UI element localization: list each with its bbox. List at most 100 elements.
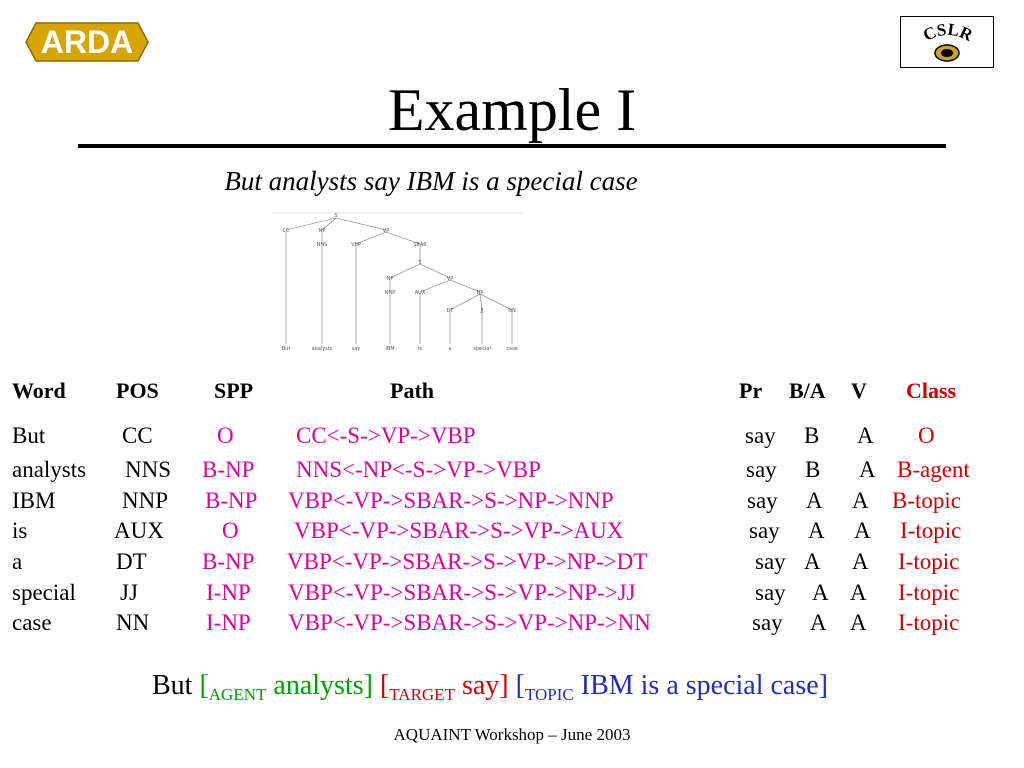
arda-logo-text: ARDA	[41, 24, 133, 60]
tree-node: VP	[447, 276, 453, 282]
cell-spp: O	[222, 518, 239, 543]
cell-path: VBP<-VP->SBAR->S->VP->NP->DT	[287, 549, 648, 574]
cell-pr: say	[752, 610, 783, 635]
tree-node: CC	[283, 228, 290, 234]
cell-ba: A	[810, 610, 827, 635]
cell-pos: NNP	[122, 488, 169, 513]
cell-v: A	[857, 423, 874, 448]
cell-class: I-topic	[898, 549, 960, 574]
header-word: Word	[12, 378, 66, 403]
topic-span: [TOPIC IBM is a special case]	[515, 670, 828, 704]
tree-node: NNP	[385, 290, 396, 296]
agent-span: [AGENT analysts]	[199, 670, 373, 704]
tree-node: JJ	[480, 308, 484, 314]
tree-node: VBP	[351, 242, 361, 248]
tree-leaf: say	[352, 346, 361, 352]
tree-node: AUX	[415, 290, 426, 296]
cell-ba: A	[806, 488, 823, 513]
tree-node: DT	[447, 308, 455, 314]
cell-word: But	[12, 423, 46, 448]
cell-pr: say	[745, 423, 776, 448]
header-v: V	[851, 378, 867, 403]
tree-node: NP	[477, 290, 484, 296]
cell-v: A	[850, 580, 867, 605]
topic-text: IBM is a special case	[580, 670, 819, 701]
tree-node: S	[418, 260, 421, 266]
example-sentence: But analysts say IBM is a special case	[224, 166, 638, 196]
cell-class: I-topic	[900, 518, 962, 543]
cell-ba: B	[805, 457, 821, 482]
cell-ba: A	[812, 580, 829, 605]
cell-spp: B-NP	[202, 549, 255, 574]
tree-leaf: IBM	[385, 346, 394, 352]
cslr-logo: CSLR	[900, 16, 994, 68]
agent-text: analysts	[273, 670, 364, 701]
header-pos: POS	[116, 378, 159, 403]
cell-class: B-agent	[897, 457, 970, 482]
target-span: [TARGET say]	[379, 670, 509, 704]
cell-pos: NNS	[125, 457, 172, 482]
tree-node: NN	[508, 308, 516, 314]
cell-path: CC<-S->VP->VBP	[296, 423, 476, 448]
cell-pos: JJ	[120, 580, 138, 605]
cell-path: VBP<-VP->SBAR->S->VP->NP->NN	[288, 610, 651, 635]
agent-label: AGENT	[208, 685, 267, 704]
tree-node: VP	[383, 228, 389, 234]
cell-spp: B-NP	[202, 457, 255, 482]
cell-ba: A	[808, 518, 825, 543]
tree-node: NP	[387, 276, 394, 282]
tree-node: NNS	[317, 242, 328, 248]
cell-word: a	[12, 549, 23, 574]
cell-pr: say	[755, 580, 786, 605]
title-rule	[78, 144, 946, 148]
cell-path: NNS<-NP<-S->VP->VBP	[296, 457, 541, 482]
svg-text:CSLR: CSLR	[920, 20, 976, 46]
parse-tree-figure: S CC NP VP NNS VBP SBAR S NP VP NNP AUX …	[272, 212, 524, 354]
cell-pr: say	[747, 488, 778, 513]
cell-word: special	[12, 580, 76, 605]
cell-spp: O	[217, 423, 234, 448]
target-text: say	[461, 670, 500, 701]
cell-v: A	[859, 457, 876, 482]
tree-node: SBAR	[413, 242, 427, 248]
header-pr: Pr	[739, 378, 763, 403]
cell-pos: DT	[116, 549, 147, 574]
tree-node: S	[334, 213, 337, 219]
cell-class: I-topic	[898, 580, 960, 605]
tree-leaf: analysts	[312, 346, 333, 352]
arda-logo: ARDA	[22, 20, 152, 64]
tree-leaf: But	[282, 346, 291, 352]
cell-path: VBP<-VP->SBAR->S->VP->AUX	[294, 518, 624, 543]
cell-v: A	[852, 488, 869, 513]
cell-word: IBM	[12, 488, 56, 513]
cell-word: analysts	[12, 457, 87, 482]
cell-v: A	[854, 518, 871, 543]
header-class: Class	[906, 378, 957, 403]
cell-ba: A	[804, 549, 821, 574]
cell-path: VBP<-VP->SBAR->S->VP->NP->JJ	[288, 580, 636, 605]
cell-class: B-topic	[892, 488, 961, 513]
sentence-lead: But	[151, 670, 193, 701]
cell-spp: I-NP	[206, 580, 251, 605]
cell-pr: say	[746, 457, 777, 482]
header-spp: SPP	[214, 378, 254, 403]
cell-pr: say	[749, 518, 780, 543]
tree-leaf: a	[448, 346, 451, 352]
tree-leaf: is	[418, 346, 422, 352]
annotated-sentence: But [AGENT analysts] [TARGET say] [TOPIC…	[0, 668, 980, 713]
cell-pr: say	[755, 549, 786, 574]
cell-pos: AUX	[114, 518, 164, 543]
cell-v: A	[852, 549, 869, 574]
cell-pos: CC	[122, 423, 153, 448]
cell-class: O	[918, 423, 935, 448]
target-label: TARGET	[389, 685, 455, 704]
cell-word: is	[12, 518, 28, 543]
cell-spp: I-NP	[206, 610, 251, 635]
header-ba: B/A	[789, 378, 826, 403]
slide-title: Example I	[387, 77, 637, 143]
tree-leaf: special	[473, 346, 490, 352]
cslr-logo-text: CSLR	[920, 20, 976, 46]
header-path: Path	[390, 378, 434, 403]
tree-node: NP	[319, 228, 326, 234]
topic-label: TOPIC	[524, 685, 574, 704]
